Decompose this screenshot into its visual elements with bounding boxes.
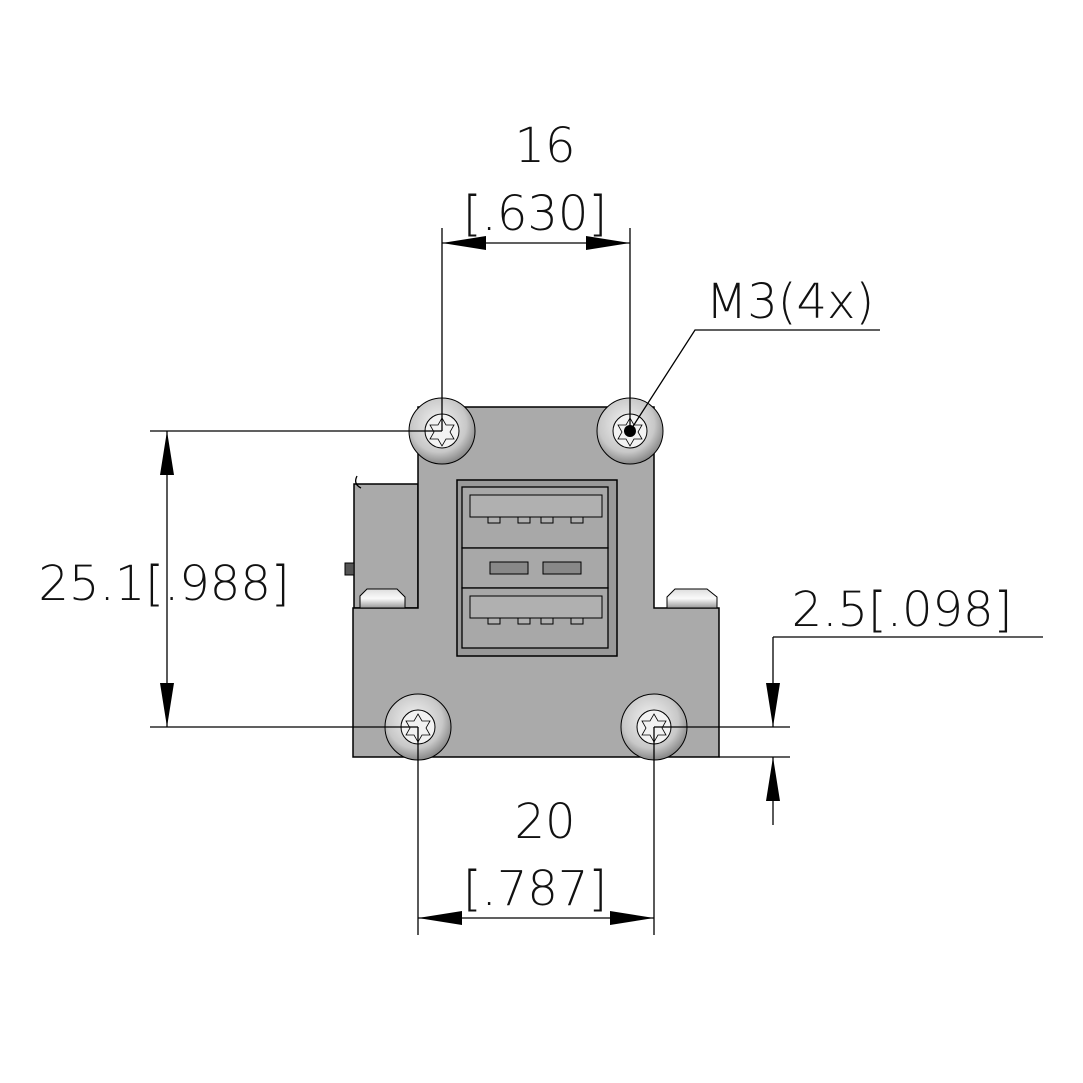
dual-usb-connector: [456, 479, 618, 657]
dimension-label: 25.1[.988]: [38, 556, 289, 612]
small-screw-head-right: [666, 588, 718, 609]
dimension-label-mm: 20: [514, 794, 575, 850]
dimension-label-mm: 16: [514, 118, 575, 174]
dimension-bottom-spacing: 20 [.787]: [417, 727, 655, 935]
usb-bracket-part: [344, 397, 720, 761]
side-clip: [355, 475, 362, 489]
dimension-offset: 2.5[.098]: [654, 582, 1043, 825]
dimension-label-inch: [.630]: [463, 186, 607, 242]
dimension-label: 2.5[.098]: [792, 582, 1013, 638]
dimension-height: 25.1[.988]: [38, 430, 442, 728]
side-bracket: [353, 483, 419, 609]
usb-middle-separator: [461, 547, 609, 589]
dimension-label-inch: [.787]: [463, 861, 607, 917]
side-tab: [344, 562, 355, 576]
hole-callout: M3(4x): [629, 274, 880, 432]
hole-callout-label: M3(4x): [706, 274, 874, 330]
dimension-top-spacing: 16 [.630]: [441, 118, 631, 431]
small-screw-head-left: [359, 588, 406, 609]
